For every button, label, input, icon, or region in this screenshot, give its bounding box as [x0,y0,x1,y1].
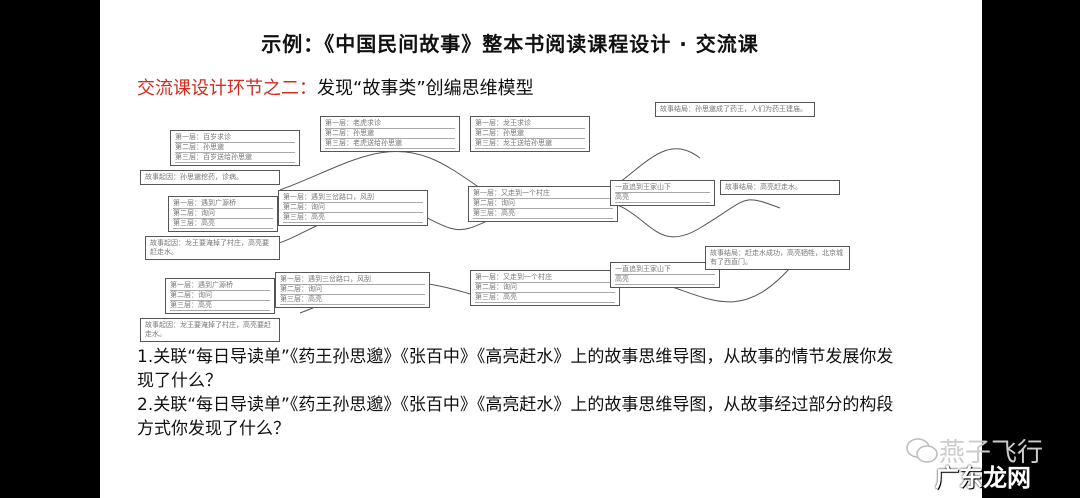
row2-box-2: 第一层：遇到三岔路口，风刮第二层：询问第三层：高亮 [278,190,428,226]
slide-title: 示例：《中国民间故事》整本书阅读课程设计 · 交流课 [261,32,759,56]
row1-ending-box: 故事结局：孙思邈成了药王，人们为药王建庙。 [655,102,815,117]
row1-box-1: 第一层：百岁求诊第二层：孙思邈第三层：百岁送给孙思邈 [170,130,300,166]
row1-box-2: 第一层：老虎求诊第二层：孙思邈第三层：老虎送给孙思邈 [320,116,460,152]
question-2: 2.关联“每日导读单”《药王孙思邈》《张百中》《高亮赶水》上的故事思维导图，从故… [137,395,894,439]
discussion-questions: 1.关联“每日导读单”《药王孙思邈》《张百中》《高亮赶水》上的故事思维导图，从故… [137,345,897,441]
row1-cause-box: 故事起因：孙思邈挖药，诊病。 [140,170,280,185]
row3-box-2: 第一层：遇到三岔路口，风刮第二层：询问第三层：高亮 [275,272,430,308]
row2-cause-box: 故事起因：龙王要淹掉了村庄，高亮要赶走水。 [145,236,280,260]
story-mindmap-diagram: 故事起因：孙思邈挖药，诊病。 第一层：百岁求诊第二层：孙思邈第三层：百岁送给孙思… [140,98,860,344]
row2-box-1: 第一层：遇到广源桥第二层：询问第三层：高亮 [168,196,278,232]
row2-box-4: 一直追到王家山下高亮 [610,180,715,206]
row2-box-3: 第一层：又走到一个村庄第二层：询问第三层：高亮 [468,186,618,222]
subtitle-text: 发现“故事类”创编思维模型 [317,78,534,99]
question-1: 1.关联“每日导读单”《药王孙思邈》《张百中》《高亮赶水》上的故事思维导图，从故… [137,347,894,391]
slide: 示例：《中国民间故事》整本书阅读课程设计 · 交流课 交流课设计环节之二：发现“… [100,0,982,498]
row3-box-3: 第一层：又走到一个村庄第二层：询问第三层：高亮 [470,270,620,306]
subtitle-highlight: 交流课设计环节之二： [137,78,317,99]
slide-subtitle: 交流课设计环节之二：发现“故事类”创编思维模型 [137,74,534,100]
row3-box-4: 一直追到王家山下高亮 [610,262,720,288]
watermark-site: 广东龙网 [935,464,1031,492]
wechat-icon [906,438,938,463]
row1-box-3: 第一层：龙王求诊第二层：孙思邈第三层：龙王送给孙思邈 [470,116,590,152]
row2-ending-box: 故事结局：高亮赶走水。 [720,180,840,195]
watermark-account: 燕子飞行 [939,438,1044,468]
row3-box-1: 第一层：遇到广源桥第二层：询问第三层：高亮 [165,278,275,314]
row3-ending-box: 故事结局：赶走水成功，高亮牺牲，北京城有了西直门。 [705,246,850,270]
row3-cause-box: 故事起因：龙王要淹掉了村庄，高亮要赶走水。 [140,318,280,342]
